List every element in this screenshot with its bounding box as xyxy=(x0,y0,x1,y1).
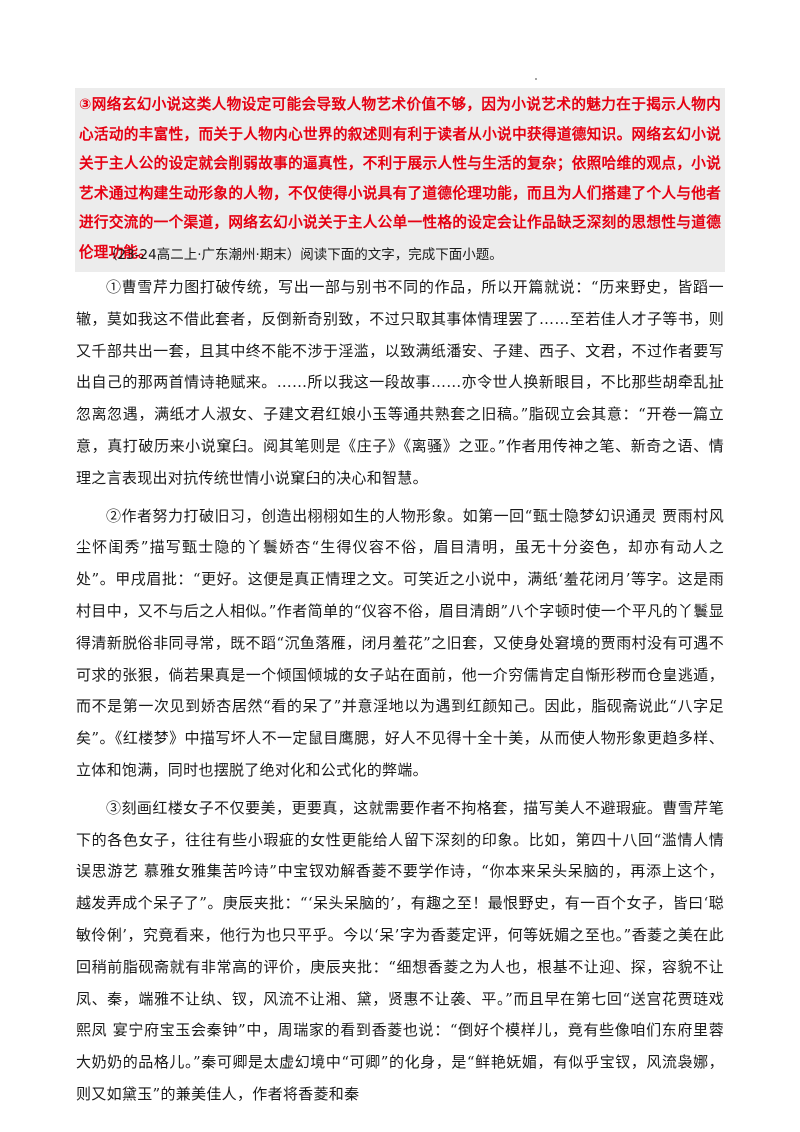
question-source-line: （23-24高二上·广东潮州·期末）阅读下面的文字，完成下面小题。 xyxy=(104,247,503,263)
passage-paragraph-1: ①曹雪芹力图打破传统，写出一部与别书不同的作品，所以开篇就说：“历来野史，皆蹈一… xyxy=(76,278,724,487)
passage-paragraph-3: ③刻画红楼女子不仅要美，更要真，这就需要作者不拘格套，描写美人不避瑕疵。曹雪芹笔… xyxy=(76,798,724,1103)
reading-passage: （23-24高二上·广东潮州·期末）阅读下面的文字，完成下面小题。 ①曹雪芹力图… xyxy=(76,244,724,1117)
passage-paragraph-2: ②作者努力打破旧习，创造出栩栩如生的人物形象。如第一回“甄士隐梦幻识通灵 贾雨村… xyxy=(76,506,724,779)
scan-dot xyxy=(535,78,537,80)
answer-text: ③网络玄幻小说这类人物设定可能会导致人物艺术价值不够，因为小说艺术的魅力在于揭示… xyxy=(79,96,721,261)
answer-highlight-box: ③网络玄幻小说这类人物设定可能会导致人物艺术价值不够，因为小说艺术的魅力在于揭示… xyxy=(75,88,725,272)
